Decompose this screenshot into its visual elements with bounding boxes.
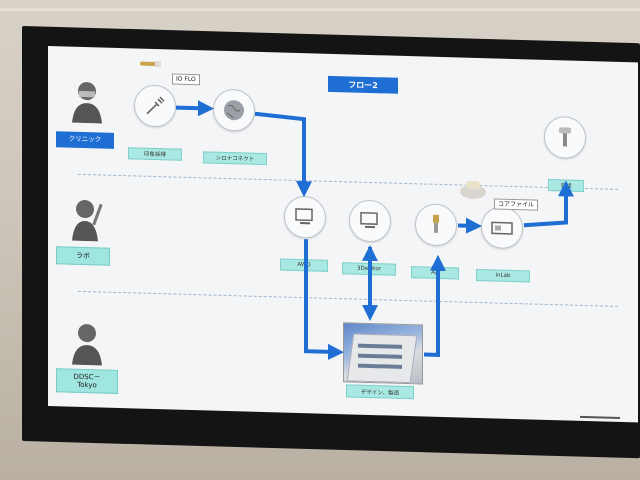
- monitor-icon: [360, 211, 378, 229]
- scanner-thumbnail-icon: [140, 60, 161, 68]
- arrow-photo-to-aa: [424, 254, 446, 357]
- flow-arrows: [176, 100, 574, 360]
- node-awo: [284, 195, 326, 239]
- node-3deditor: [349, 199, 391, 243]
- slide: クリニック ラボ DDSC－ Tokyo フロー2 IO FLO 印象採得 シロ…: [48, 46, 638, 423]
- node-complete: [544, 115, 586, 160]
- arrow-impression-to-connect: [176, 100, 214, 117]
- ceiling-trim: [0, 8, 640, 11]
- arrow-awo-to-photo: [304, 239, 344, 360]
- node-connect: [213, 88, 255, 132]
- crown-model-thumbnail-icon: [460, 180, 486, 199]
- node-inlab: [481, 206, 523, 250]
- engineer-person-icon: [72, 324, 102, 366]
- abutment-icon: [433, 214, 439, 233]
- dentist-person-icon: [72, 82, 102, 124]
- syringe-icon: [146, 96, 165, 115]
- implant-icon: [559, 127, 571, 147]
- milling-machine-icon: [491, 221, 513, 235]
- node-aa: [415, 203, 457, 247]
- arrow-inlab-to-complete: [523, 180, 574, 228]
- technician-person-icon: [72, 200, 103, 242]
- arrow-connect-to-awo: [254, 111, 312, 198]
- node-impression: [134, 84, 176, 128]
- monitor-icon: [295, 208, 313, 225]
- globe-icon: [224, 100, 244, 121]
